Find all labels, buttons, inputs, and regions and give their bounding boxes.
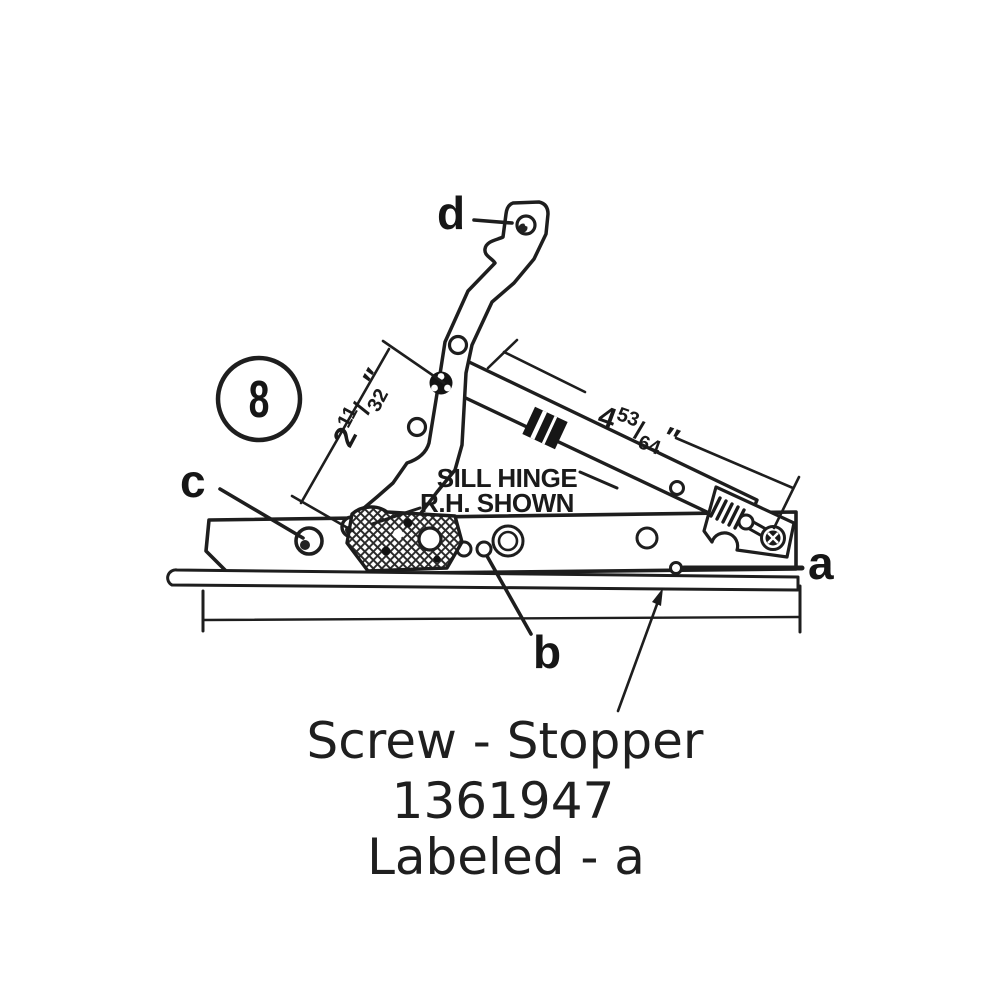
- small-hole-b: [475, 540, 493, 558]
- long-arm-hole: [669, 480, 685, 496]
- dim-line: [201, 615, 802, 622]
- sill-hinge-note: SILL HINGE R.H. SHOWN: [370, 463, 619, 526]
- shoe-dot-4: [433, 555, 441, 563]
- shoe-dot-1: [393, 529, 403, 539]
- badge-number: 8: [249, 370, 270, 429]
- screw-d-shadow: [518, 223, 528, 233]
- leader-b: [485, 554, 533, 636]
- long-arm: [451, 359, 796, 559]
- slide-bar: [166, 568, 800, 592]
- dim-text-short: 211/32″: [325, 364, 400, 455]
- ringed-hole-inner: [497, 530, 519, 552]
- note-line2: R.H. SHOWN: [420, 488, 574, 518]
- label-d: d: [437, 187, 465, 239]
- screw-d-highlight: [524, 221, 530, 227]
- caption-arrow-shaft: [616, 594, 662, 713]
- short-arm-body: [356, 200, 550, 519]
- note-line1: SILL HINGE: [437, 463, 578, 493]
- tick-right: [772, 475, 801, 530]
- caption-block: Screw - Stopper 1361947 Labeled - a: [307, 588, 704, 886]
- track-hole-right: [635, 526, 659, 550]
- spring-icon: [709, 496, 746, 530]
- screw-c: [294, 526, 324, 556]
- callout-b: b: [485, 554, 561, 678]
- slide-bar-outline: [166, 568, 800, 592]
- end-screw: [760, 525, 786, 551]
- screw-a: [669, 561, 683, 575]
- shoe-ring-hole: [417, 526, 443, 552]
- note-leader-left: [370, 506, 422, 526]
- screw-a-callout: a: [669, 537, 834, 589]
- short-arm-hole-lower: [406, 416, 428, 438]
- figure-number-badge: 8: [215, 355, 303, 443]
- note-leader-right: [578, 470, 619, 490]
- screw-c-shadow: [300, 540, 310, 550]
- shoe-dot-2: [403, 518, 413, 528]
- ringed-hole-outer: [491, 524, 525, 558]
- dim-line-long-a: [502, 350, 587, 394]
- label-c: c: [180, 455, 206, 507]
- caption-line3: Labeled - a: [367, 828, 645, 886]
- tick-left: [486, 338, 519, 370]
- caption-line2: 1361947: [392, 772, 615, 830]
- label-a: a: [808, 537, 834, 589]
- badge-circle: [215, 355, 303, 443]
- callout-c: c: [180, 455, 305, 540]
- caption-line1: Screw - Stopper: [307, 712, 704, 770]
- overall-dimension: [201, 584, 802, 634]
- caption-arrow-head: [652, 588, 663, 606]
- callout-d: d: [437, 187, 514, 239]
- shoe-dot-3: [381, 546, 391, 556]
- leader-c: [218, 487, 305, 540]
- arm-joint-band: [522, 406, 568, 450]
- leader-d: [472, 218, 514, 225]
- dim-line-short: [299, 347, 391, 505]
- short-arm-hole-upper: [447, 334, 469, 356]
- dim-line-long-b: [674, 436, 795, 490]
- short-arm: [356, 200, 550, 519]
- ext-line-top: [381, 339, 446, 385]
- label-b: b: [533, 626, 561, 678]
